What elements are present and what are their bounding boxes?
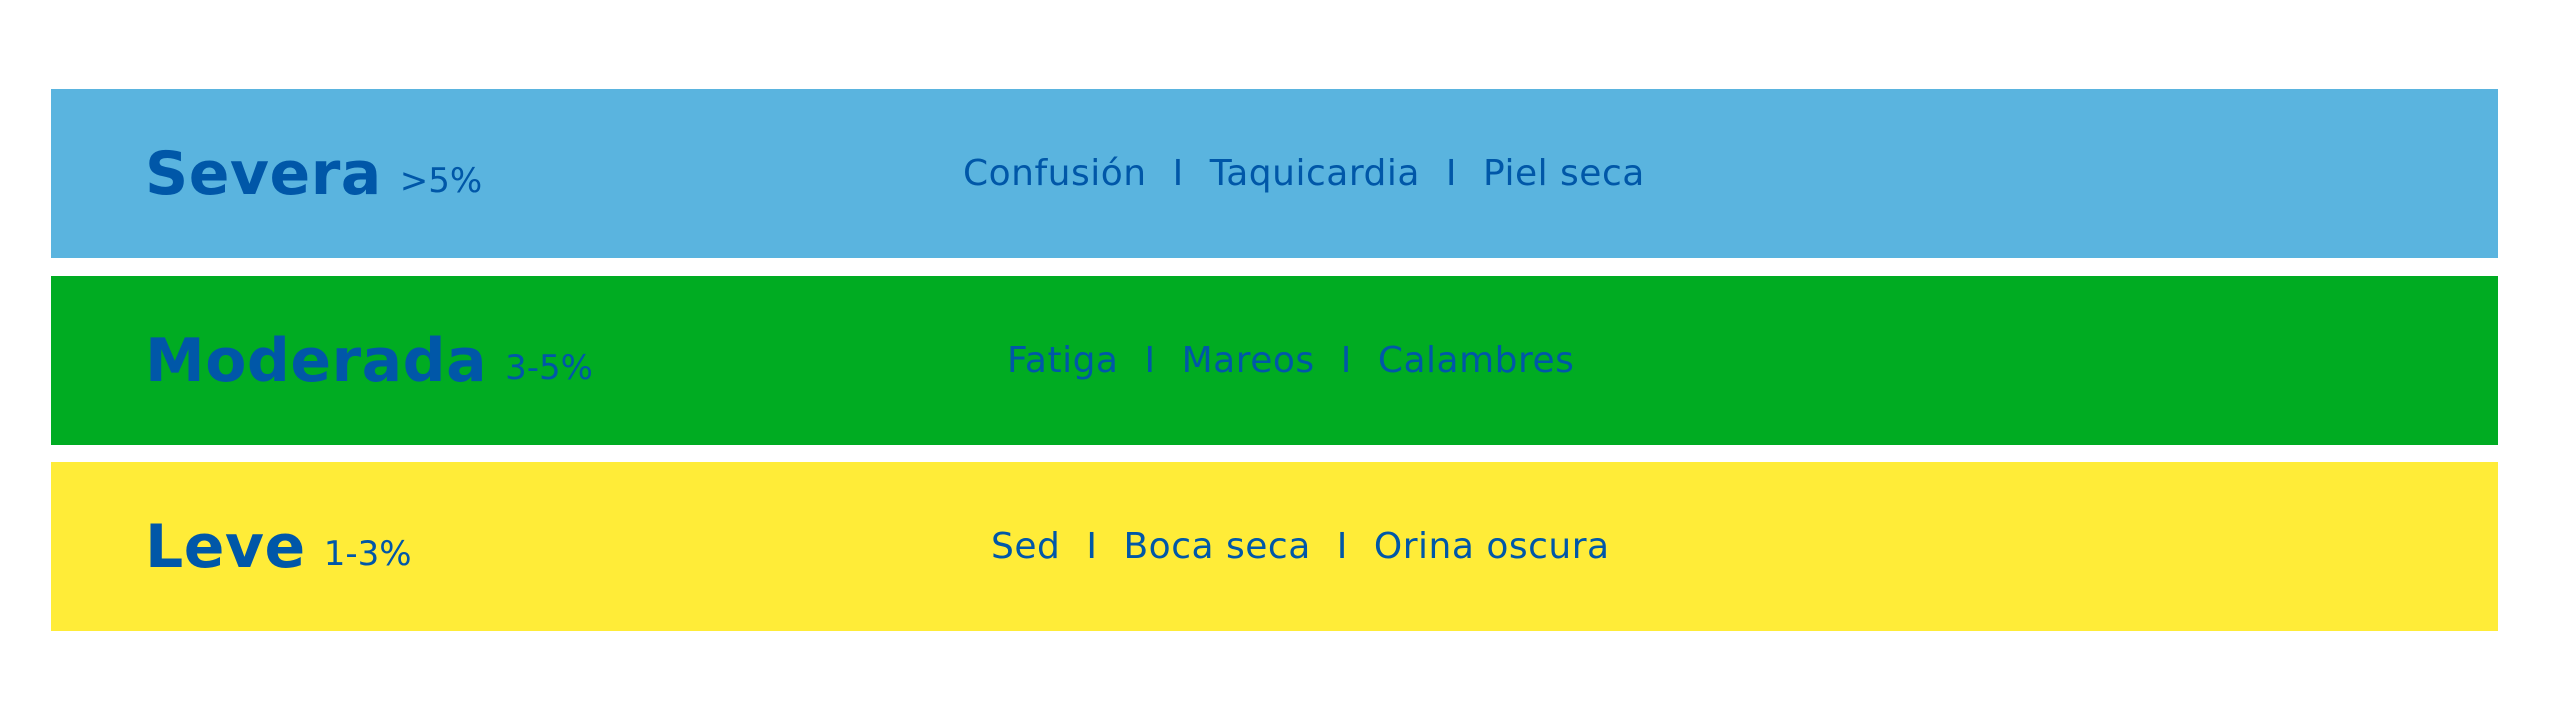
symptom-separator: I: [1336, 526, 1348, 567]
symptom-item: Fatiga: [1007, 340, 1119, 381]
band-severa: Severa >5% Confusión I Taquicardia I Pie…: [51, 89, 2498, 258]
symptom-item: Taquicardia: [1209, 153, 1420, 194]
symptom-separator: I: [1144, 340, 1156, 381]
symptom-separator: I: [1340, 340, 1352, 381]
symptom-item: Confusión: [963, 153, 1147, 194]
level-title: Moderada: [145, 325, 488, 396]
symptom-list: Sed I Boca seca I Orina oscura: [991, 462, 1610, 631]
symptom-list: Fatiga I Mareos I Calambres: [1007, 276, 1574, 445]
band-heading: Severa >5%: [145, 89, 482, 258]
symptom-separator: I: [1445, 153, 1458, 194]
band-moderada: Moderada 3-5% Fatiga I Mareos I Calambre…: [51, 276, 2498, 445]
symptom-separator: I: [1086, 526, 1098, 567]
symptom-item: Sed: [991, 526, 1061, 567]
symptom-item: Piel seca: [1483, 153, 1645, 194]
level-title: Severa: [145, 138, 382, 209]
level-range: >5%: [399, 160, 483, 201]
band-leve: Leve 1-3% Sed I Boca seca I Orina oscura: [51, 462, 2498, 631]
band-heading: Leve 1-3%: [145, 462, 412, 631]
level-range: 3-5%: [505, 347, 593, 388]
symptom-item: Calambres: [1377, 340, 1575, 381]
band-heading: Moderada 3-5%: [145, 276, 593, 445]
symptom-item: Mareos: [1181, 340, 1315, 381]
symptom-item: Boca seca: [1123, 526, 1311, 567]
level-title: Leve: [145, 511, 306, 582]
symptom-list: Confusión I Taquicardia I Piel seca: [963, 89, 1645, 258]
symptom-separator: I: [1172, 153, 1184, 194]
symptom-item: Orina oscura: [1373, 526, 1610, 567]
level-range: 1-3%: [323, 533, 412, 574]
